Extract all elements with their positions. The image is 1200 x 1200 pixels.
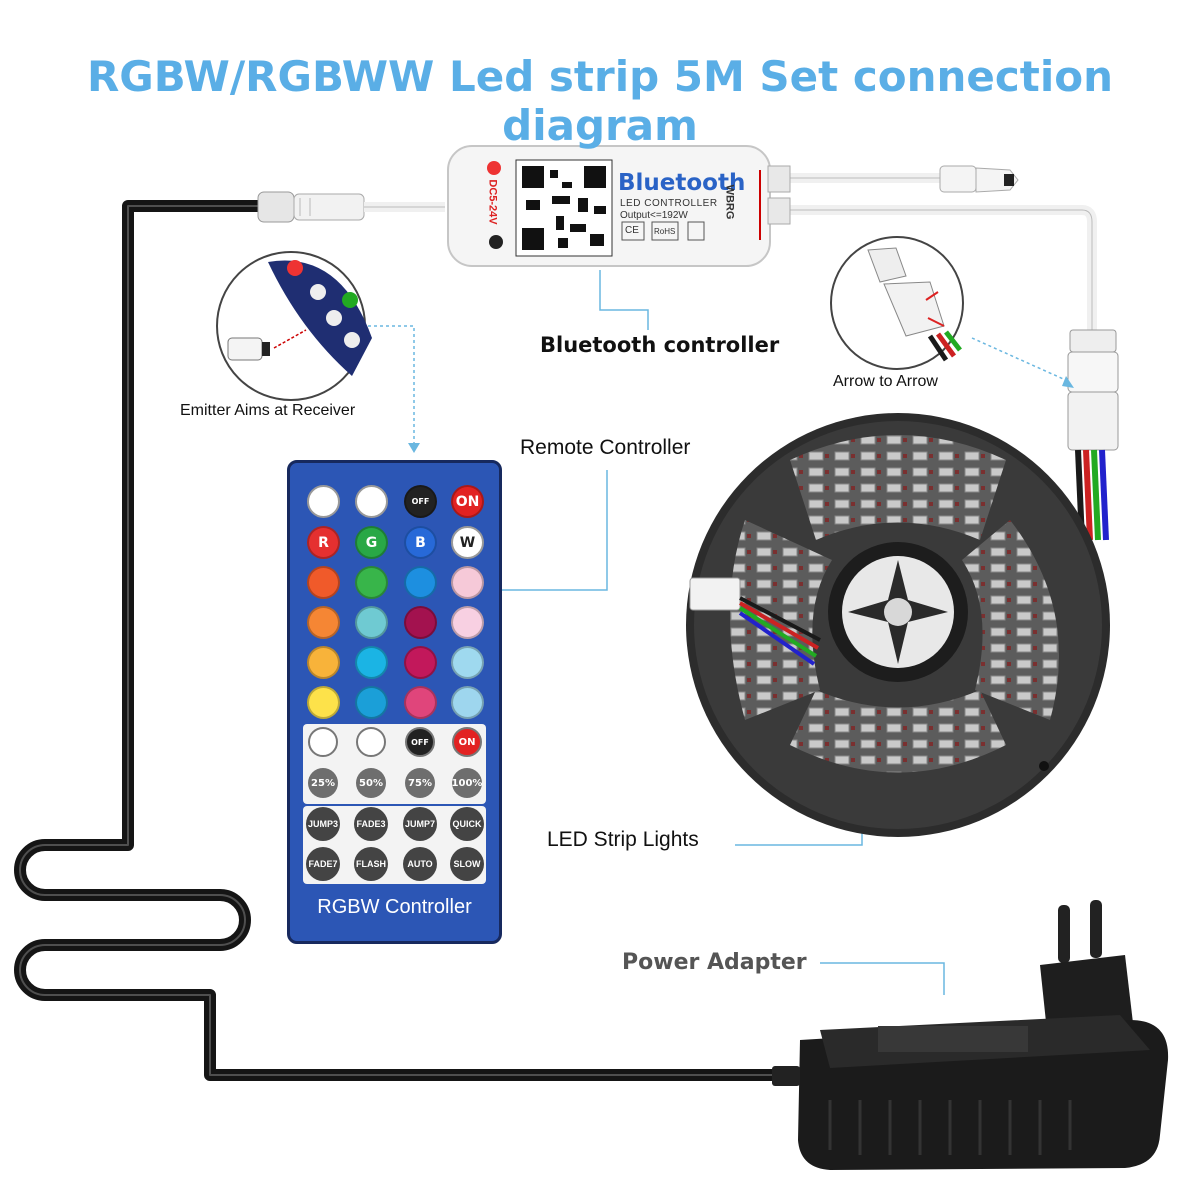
controller-pins: WBRG	[723, 184, 736, 220]
emitter-inset	[216, 251, 372, 401]
remote-button[interactable]	[307, 606, 340, 639]
remote-button[interactable]	[404, 566, 437, 599]
strip-connector	[1067, 329, 1119, 541]
remote-mode-button[interactable]: AUTO	[403, 847, 437, 881]
remote-button[interactable]	[404, 646, 437, 679]
remote-controller-label: Remote Controller	[520, 436, 691, 459]
arrow-label: Arrow to Arrow	[833, 373, 938, 390]
controller-subtitle: LED CONTROLLER	[620, 198, 718, 209]
remote-button[interactable]	[451, 566, 484, 599]
remote-button[interactable]	[307, 646, 340, 679]
ce-mark: CE	[625, 225, 639, 236]
remote-mode-button[interactable]: JUMP7	[403, 807, 437, 841]
remote-button[interactable]	[355, 485, 388, 518]
remote-button[interactable]: OFF	[404, 485, 437, 518]
controller-output: Output<=192W	[620, 210, 688, 221]
remote-panel-button[interactable]: ON	[452, 727, 482, 757]
remote-button[interactable]	[355, 686, 388, 719]
emitter-label: Emitter Aims at Receiver	[180, 402, 356, 419]
remote-button[interactable]	[404, 686, 437, 719]
remote-panel-button[interactable]	[356, 727, 386, 757]
remote-button[interactable]	[404, 606, 437, 639]
arrow-inset	[830, 236, 964, 370]
remote-panel-button[interactable]	[308, 727, 338, 757]
remote-percent-button[interactable]: 100%	[452, 768, 482, 798]
power-adapter-label: Power Adapter	[622, 950, 807, 975]
remote-button[interactable]	[307, 485, 340, 518]
power-adapter	[772, 900, 1169, 1170]
rohs-mark: RoHS	[654, 227, 676, 236]
remote-button[interactable]: ON	[451, 485, 484, 518]
remote-button[interactable]: R	[307, 526, 340, 559]
remote-percent-button[interactable]: 50%	[356, 768, 386, 798]
remote-button[interactable]	[307, 686, 340, 719]
receiver-plug	[939, 165, 1019, 193]
remote-button[interactable]	[355, 566, 388, 599]
remote-mode-button[interactable]: SLOW	[450, 847, 484, 881]
bluetooth-controller-label: Bluetooth controller	[540, 333, 780, 357]
remote-percent-button[interactable]: 25%	[308, 768, 338, 798]
remote-button[interactable]: B	[404, 526, 437, 559]
remote-button[interactable]: W	[451, 526, 484, 559]
remote-button[interactable]: G	[355, 526, 388, 559]
remote-mode-button[interactable]: FLASH	[354, 847, 388, 881]
remote-button[interactable]	[451, 686, 484, 719]
remote-caption: RGBW Controller	[317, 896, 472, 918]
remote-percent-button[interactable]: 75%	[405, 768, 435, 798]
remote-mode-button[interactable]: QUICK	[450, 807, 484, 841]
led-reel	[686, 413, 1110, 837]
remote-button[interactable]	[307, 566, 340, 599]
led-strip-label: LED Strip Lights	[547, 828, 699, 851]
remote-panel-button[interactable]: OFF	[405, 727, 435, 757]
remote-mode-button[interactable]: FADE3	[354, 807, 388, 841]
remote-mode-button[interactable]: FADE7	[306, 847, 340, 881]
remote-button[interactable]	[451, 646, 484, 679]
page-title: RGBW/RGBWW Led strip 5M Set connection d…	[86, 52, 1114, 150]
remote-button[interactable]	[451, 606, 484, 639]
remote-mode-button[interactable]: JUMP3	[306, 807, 340, 841]
controller-voltage: DC5-24V	[486, 179, 499, 225]
controller-brand: Bluetooth	[618, 170, 746, 196]
remote-button[interactable]	[355, 646, 388, 679]
remote-button[interactable]	[355, 606, 388, 639]
dc-connector	[257, 191, 365, 223]
